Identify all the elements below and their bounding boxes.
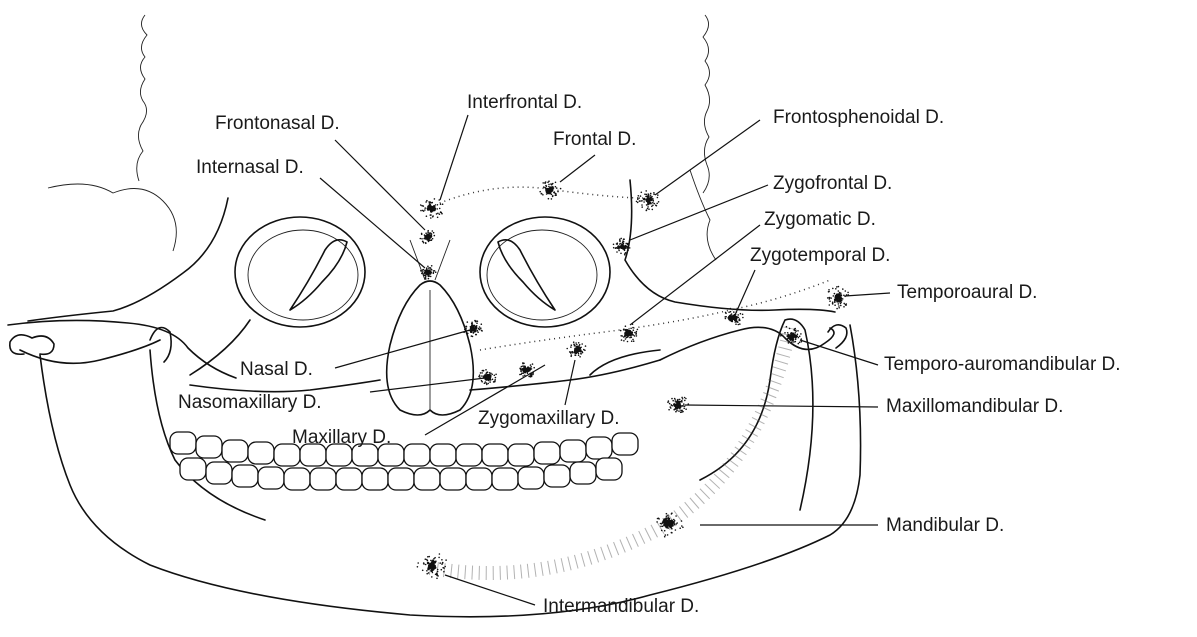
label-temporoaural: Temporoaural D. [897,283,1037,302]
label-frontosphenoidal: Frontosphenoidal D. [773,108,944,127]
right-orbit-outer [480,217,610,327]
label-maxillary: Maxillary D. [292,428,391,447]
label-mandibular: Mandibular D. [886,516,1004,535]
nasal-bridge-left [410,240,425,280]
left-orbit-inner [248,230,358,320]
right-orbit-fissure [498,240,555,310]
stipple-spots [417,180,849,579]
spot-zygomaxillary [566,341,586,357]
left-temporal-contour [28,198,228,321]
spot-intermandibular [417,553,447,579]
label-intermandibular: Intermandibular D. [543,597,699,616]
spot-nasal [463,320,483,337]
label-zygomatic: Zygomatic D. [764,210,876,229]
mandible-ramus-right [700,319,813,510]
label-nasal: Nasal D. [240,360,313,379]
label-zygofrontal: Zygofrontal D. [773,174,892,193]
spot-temporoaural [827,286,849,310]
leader-maxillomandibular [685,405,878,407]
leader-nasal [335,330,470,368]
label-zygomaxillary: Zygomaxillary D. [478,409,619,428]
left-cranial-crack [48,184,176,251]
left-orbit-outer [235,217,365,327]
spot-nasomaxillary [478,369,497,385]
spot-frontosphenoidal [636,190,660,211]
label-temporo-auromandibular: Temporo-auromandibular D. [884,355,1121,374]
right-maxilla-line [470,360,660,390]
upper-teeth [170,432,638,466]
leader-temporo-auromandibular [800,340,878,365]
label-internasal: Internasal D. [196,158,304,177]
left-ear-hook [10,335,54,354]
spot-zygomatic [620,323,638,342]
right-ear-hook [828,325,847,348]
leader-frontonasal [335,140,425,230]
leader-zygotemporal [735,270,755,315]
frontal-dotted-ridge [435,187,645,205]
right-orbit-inner [487,230,597,320]
nasal-bridge-right [435,240,450,280]
label-nasomaxillary: Nasomaxillary D. [178,393,322,412]
left-maxilla-line [190,380,380,392]
spot-interfrontal [420,198,444,219]
right-cranial-suture [703,15,710,193]
label-zygotemporal: Zygotemporal D. [750,246,890,265]
spot-frontonasal [420,230,436,244]
leader-interfrontal [440,115,468,200]
leader-temporoaural [845,293,890,296]
label-interfrontal: Interfrontal D. [467,93,582,112]
label-frontonasal: Frontonasal D. [215,114,340,133]
left-orbit-fissure [290,240,347,310]
leader-intermandibular [445,575,535,605]
leader-frontal [560,155,595,182]
label-maxillomandibular: Maxillomandibular D. [886,397,1063,416]
leader-zygomaxillary [565,360,575,405]
label-frontal: Frontal D. [553,130,636,149]
spot-internasal [420,265,437,280]
left-cranial-suture [137,15,147,181]
leader-internasal [320,178,425,268]
